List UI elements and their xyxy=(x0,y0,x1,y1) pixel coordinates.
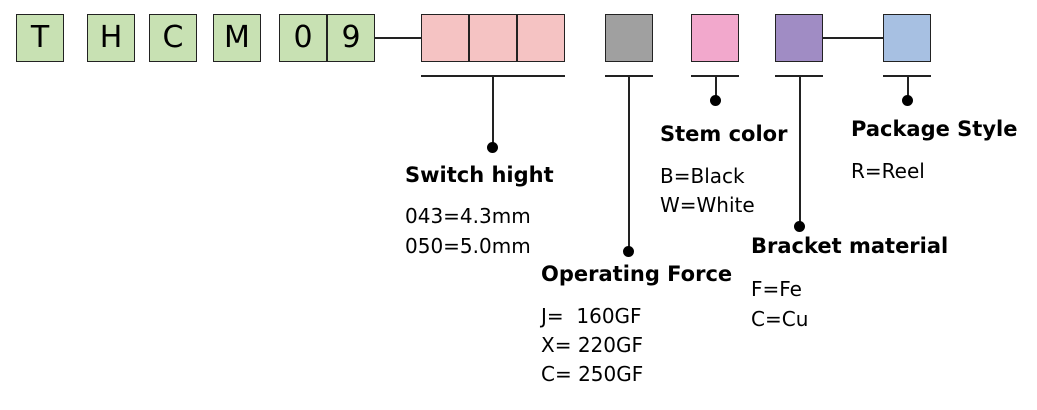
connector-line xyxy=(375,37,421,39)
stem-color-box xyxy=(691,14,739,62)
stem-color-title: Stem color xyxy=(660,122,788,146)
switch-height-title: Switch hight xyxy=(405,163,554,187)
package-style-dot xyxy=(902,95,913,106)
package-style-leader xyxy=(907,75,909,100)
switch-height-box xyxy=(421,14,469,62)
operating-force-title: Operating Force xyxy=(541,262,733,286)
switch-height-leader xyxy=(492,75,494,147)
stem-color-leader xyxy=(715,75,717,100)
bracket-material-option: C=Cu xyxy=(751,307,809,331)
operating-force-leader xyxy=(628,75,630,251)
prefix-letter-box: M xyxy=(213,14,261,62)
switch-height-option: 043=4.3mm xyxy=(405,204,531,228)
bracket-material-box xyxy=(775,14,823,62)
stem-color-option: B=Black xyxy=(660,164,745,188)
stem-color-dot xyxy=(710,95,721,106)
prefix-letter-box: 9 xyxy=(327,14,375,62)
operating-force-box xyxy=(605,14,653,62)
bracket-material-title: Bracket material xyxy=(751,234,949,258)
prefix-letter-box: T xyxy=(16,14,64,62)
switch-height-dot xyxy=(487,142,498,153)
operating-force-dot xyxy=(623,246,634,257)
bracket-material-dot xyxy=(794,221,805,232)
switch-height-option: 050=5.0mm xyxy=(405,234,531,258)
stem-color-option: W=White xyxy=(660,193,755,217)
package-style-box xyxy=(883,14,931,62)
switch-height-box xyxy=(469,14,517,62)
package-style-option: R=Reel xyxy=(851,159,925,183)
package-style-title: Package Style xyxy=(851,117,1018,141)
prefix-letter-box: C xyxy=(149,14,197,62)
switch-height-box xyxy=(517,14,565,62)
bracket-material-option: F=Fe xyxy=(751,277,802,301)
bracket-material-leader xyxy=(799,75,801,225)
operating-force-option: J= 160GF xyxy=(541,304,642,328)
prefix-letter-box: 0 xyxy=(279,14,327,62)
connector-line xyxy=(823,37,883,39)
operating-force-option: C= 250GF xyxy=(541,362,644,386)
prefix-letter-box: H xyxy=(87,14,135,62)
operating-force-option: X= 220GF xyxy=(541,333,643,357)
